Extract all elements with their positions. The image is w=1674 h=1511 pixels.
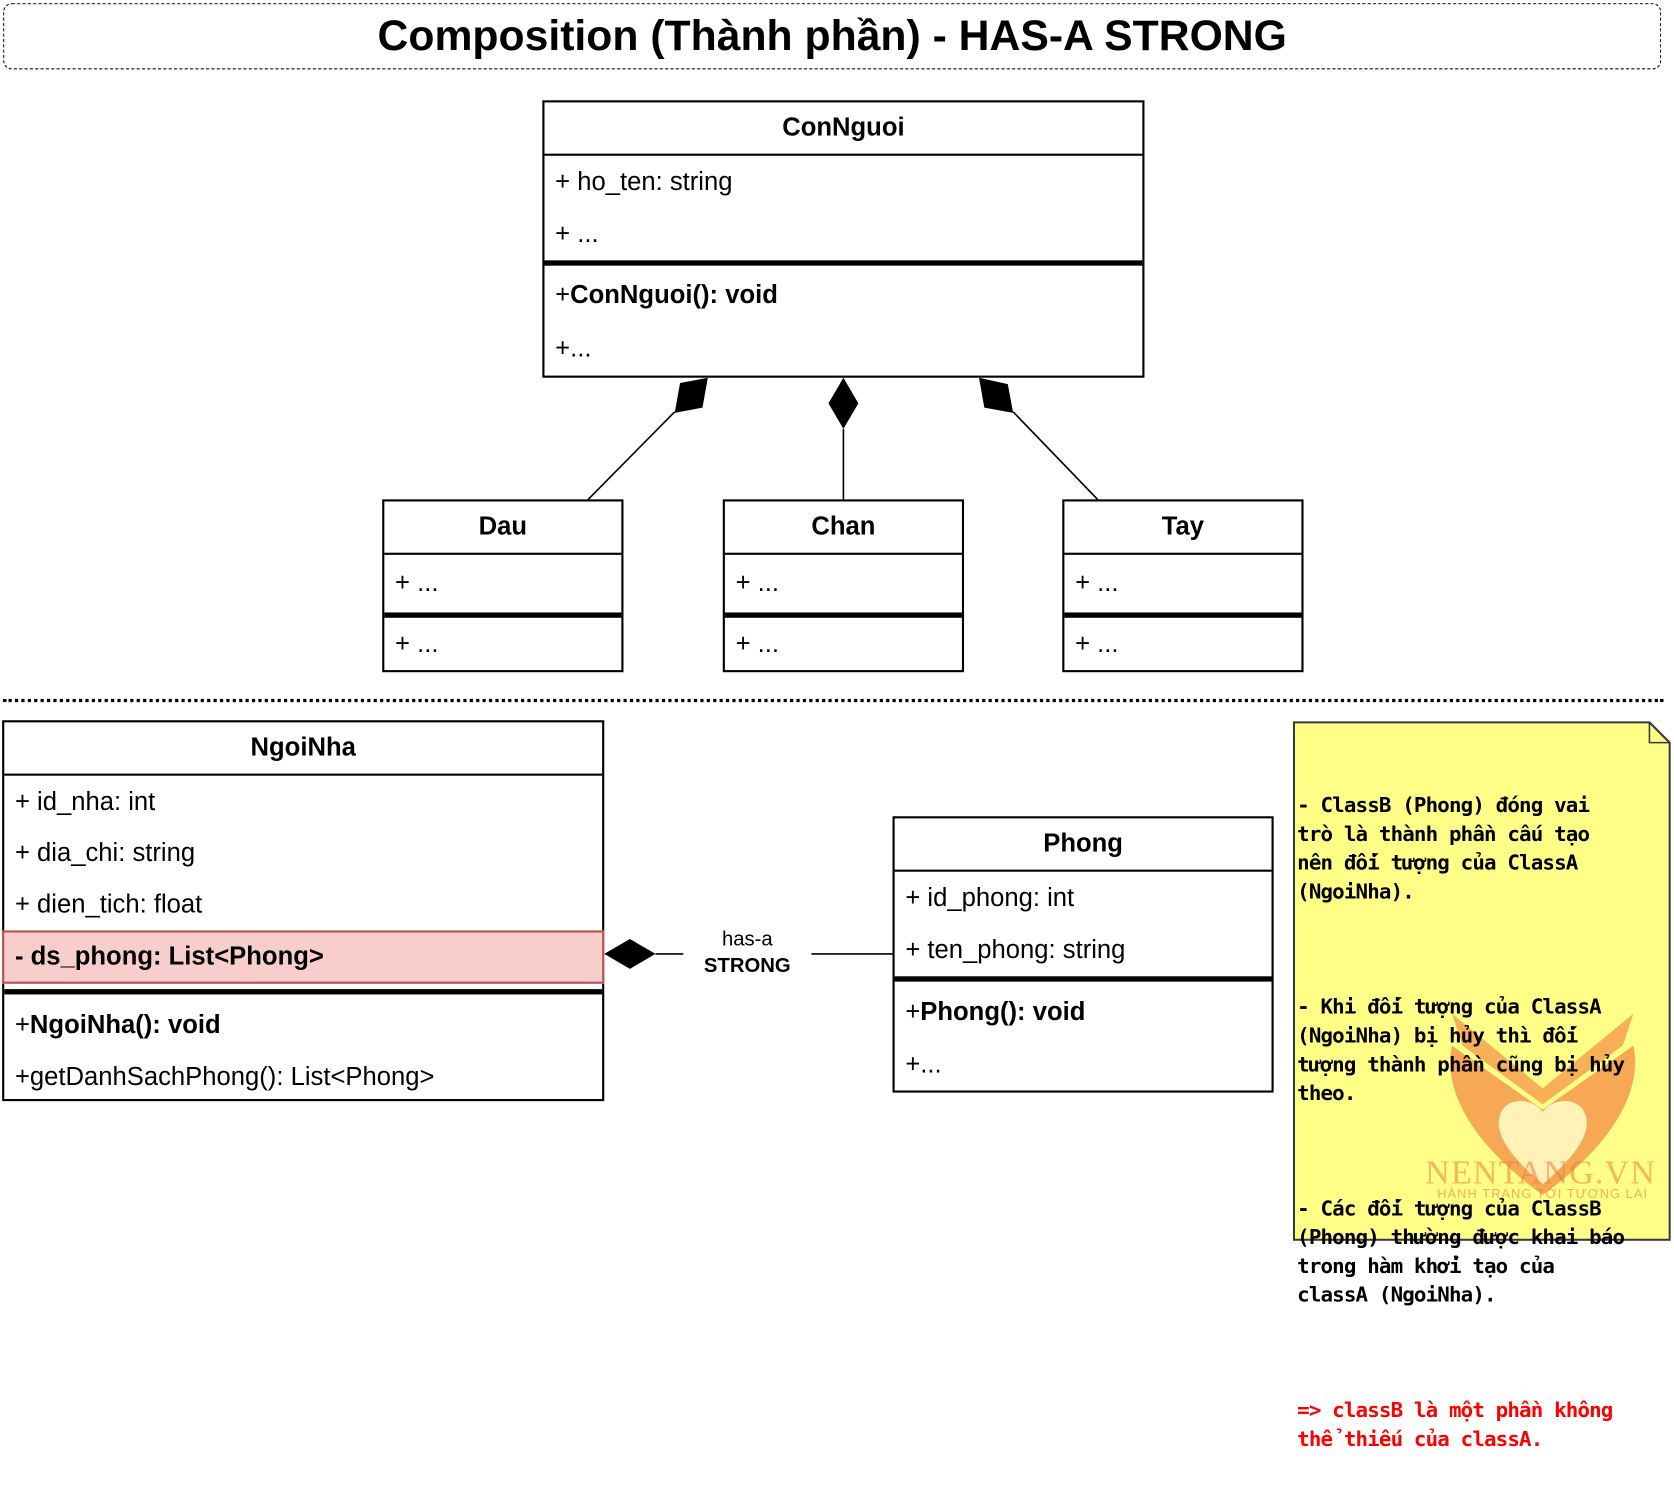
compartment-divider	[724, 612, 962, 618]
attribute: + ...	[395, 568, 439, 598]
class-ngoinha[interactable]: NgoiNha + id_nha: int + dia_chi: string …	[2, 720, 605, 1102]
class-name: Chan	[724, 501, 962, 555]
method-signature: ...	[920, 1049, 942, 1079]
composition-diamond-chan	[828, 377, 859, 429]
attribute: + ...	[735, 568, 780, 598]
method: + ...	[395, 628, 439, 658]
method: + getDanhSachPhong(): List<Phong>	[4, 1056, 602, 1099]
method-signature: getDanhSachPhong(): List<Phong>	[29, 1062, 435, 1092]
method-visibility: +	[905, 997, 921, 1027]
method-visibility: +	[555, 280, 571, 310]
method-signature: ConNguoi(): void	[570, 280, 778, 310]
method: + NgoiNha(): void	[4, 994, 602, 1056]
composition-line-tay	[1012, 411, 1100, 501]
attribute: + ten_phong: string	[905, 935, 1126, 965]
association-label: has-a STRONG	[683, 926, 812, 980]
compartment-divider	[4, 989, 603, 995]
method-signature: ...	[570, 333, 592, 363]
note-text: - ClassB (Phong) đóng vai trò là thành p…	[1297, 733, 1666, 1511]
association-label-line1: has-a	[721, 928, 773, 951]
method-visibility: +	[14, 1062, 30, 1092]
class-name: Tay	[1064, 501, 1302, 555]
title-box: Composition (Thành phần) - HAS-A STRONG	[3, 3, 1662, 70]
attribute: + ...	[1075, 568, 1119, 598]
watermark-tagline: HÀNH TRANG TỚI TƯƠNG LAI	[1437, 1186, 1649, 1202]
diagram-canvas: Composition (Thành phần) - HAS-A STRONG …	[2, 3, 1671, 1451]
class-tay[interactable]: Tay + ... + ...	[1062, 499, 1304, 673]
method: + ...	[544, 325, 1142, 372]
method: + ...	[895, 1044, 1272, 1087]
watermark-name: NENTANG.VN	[1425, 1152, 1656, 1191]
diagram-title: Composition (Thành phần) - HAS-A STRONG	[377, 12, 1287, 60]
composition-diamond-ngoinha	[604, 938, 656, 969]
method-signature: NgoiNha(): void	[29, 1010, 221, 1040]
note-paragraph: - ClassB (Phong) đóng vai trò là thành p…	[1297, 792, 1590, 904]
composition-diamond-dau	[674, 377, 708, 413]
note-paragraph: - Khi đối tượng của ClassA (NgoiNha) bị …	[1297, 994, 1625, 1106]
attribute: + ho_ten: string	[555, 167, 733, 197]
composition-line-dau	[586, 411, 676, 501]
connectors	[586, 377, 1100, 969]
compartment-divider	[1064, 612, 1302, 618]
attribute: + dia_chi: string	[14, 838, 196, 868]
attribute: + ...	[555, 219, 599, 249]
method-visibility: +	[905, 1049, 921, 1079]
method-visibility: +	[14, 1010, 30, 1040]
method-visibility: +	[555, 333, 571, 363]
association-label-line2: STRONG	[703, 954, 791, 978]
section-divider	[3, 698, 1664, 703]
compartment-divider	[894, 976, 1272, 982]
method: + ...	[735, 628, 780, 658]
composition-diamond-tay	[978, 377, 1014, 413]
class-phong[interactable]: Phong + id_phong: int + ten_phong: strin…	[892, 816, 1274, 1093]
class-chan[interactable]: Chan + ... + ...	[722, 499, 965, 673]
method: + ...	[1075, 628, 1119, 658]
compartment-divider	[384, 612, 622, 618]
attribute: + id_phong: int	[905, 883, 1075, 913]
attribute: + id_nha: int	[14, 786, 156, 816]
class-name: Dau	[384, 501, 622, 555]
attribute-highlighted: - ds_phong: List<Phong>	[2, 930, 605, 984]
class-name: ConNguoi	[544, 102, 1143, 156]
note-paragraph: - Các đối tượng của ClassB (Phong) thườn…	[1297, 1196, 1625, 1308]
method-signature: Phong(): void	[920, 997, 1086, 1027]
compartment-divider	[544, 260, 1143, 266]
note-conclusion: => classB là một phần không thể thiếu củ…	[1297, 1397, 1613, 1452]
method: + ConNguoi(): void	[544, 266, 1142, 326]
attribute: + dien_tich: float	[14, 889, 203, 919]
method: + Phong(): void	[895, 982, 1272, 1044]
class-connguoi[interactable]: ConNguoi + ho_ten: string + ... + ConNgu…	[542, 100, 1145, 378]
class-name: Phong	[894, 818, 1272, 872]
class-dau[interactable]: Dau + ... + ...	[382, 499, 624, 673]
class-name: NgoiNha	[4, 722, 603, 776]
